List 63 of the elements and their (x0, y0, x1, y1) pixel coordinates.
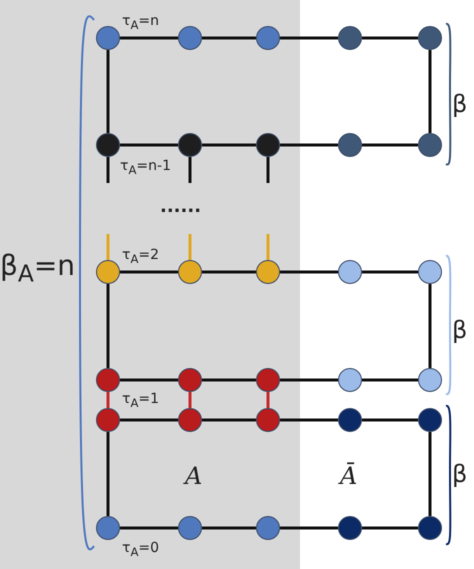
lattice-site (418, 516, 442, 540)
lattice-bond (106, 284, 110, 368)
lattice-site (338, 133, 362, 157)
lattice-site (418, 260, 442, 284)
lattice-bond (106, 432, 110, 516)
lattice-site (338, 368, 362, 392)
lattice-bond (428, 432, 432, 516)
lattice-bond (120, 144, 178, 146)
lattice-bond (362, 418, 418, 422)
lattice-bond (428, 284, 432, 368)
lattice-bond (362, 526, 418, 530)
lattice-bond (120, 418, 178, 422)
lattice-site (338, 516, 362, 540)
lattice-bond (362, 378, 418, 382)
lattice-bond (202, 270, 256, 274)
lattice-bond (120, 378, 178, 382)
lattice-site (418, 26, 442, 50)
lattice-bond (280, 36, 338, 40)
lattice-bond (106, 234, 110, 260)
lattice-bond (280, 144, 338, 146)
inverse-temperature-label: β (452, 462, 468, 486)
time-label: τ$_{A}$=0 (122, 541, 160, 558)
lattice-bond (362, 270, 418, 274)
time-label: τ$_{A}$=2 (122, 248, 160, 266)
lattice-bond (280, 526, 338, 530)
lattice-bond (188, 392, 192, 408)
region-label: Ā (340, 464, 358, 488)
lattice-bond (188, 157, 192, 183)
lattice-bond (106, 157, 110, 183)
lattice-bond (280, 378, 338, 382)
lattice-bond (202, 378, 256, 382)
lattice-bond (202, 36, 256, 40)
lattice-bond (202, 418, 256, 422)
lattice-bond (428, 50, 432, 133)
lattice-bond (266, 234, 270, 260)
lattice-bond (120, 526, 178, 530)
ellipsis: ...... (160, 198, 202, 216)
lattice-bond (266, 392, 270, 408)
lattice-bond (106, 392, 110, 408)
lattice-bond (202, 144, 256, 146)
time-label: τ$_{A}$=1 (122, 392, 160, 410)
lattice-bond (362, 144, 418, 146)
inverse-temperature-label: β (452, 92, 468, 116)
lattice-bond (280, 270, 338, 274)
time-label: τ$_{A}$=n-1 (120, 159, 171, 176)
region-label: A (185, 464, 202, 488)
lattice-bond (188, 234, 192, 260)
lattice-bond (266, 157, 270, 183)
lattice-bond (280, 418, 338, 422)
lattice-bond (202, 526, 256, 530)
lattice-bond (362, 36, 418, 40)
lattice-site (418, 133, 442, 157)
inverse-temperature-label: β (452, 318, 468, 342)
lattice-site (418, 368, 442, 392)
lattice-bond (106, 50, 110, 133)
lattice-bond (120, 36, 178, 40)
lattice-site (338, 408, 362, 432)
lattice-site (338, 26, 362, 50)
time-label: τ$_{A}$=n (122, 14, 160, 32)
lattice-site (418, 408, 442, 432)
lattice-bond (120, 270, 178, 274)
inverse-temperature-label: β$_{A}$=n (0, 252, 76, 286)
lattice-site (338, 260, 362, 284)
